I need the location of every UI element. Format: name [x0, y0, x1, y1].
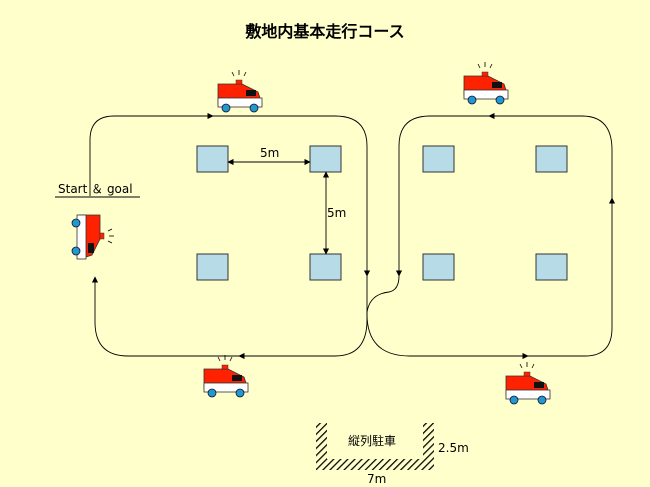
parking-bay — [316, 423, 434, 470]
block-3 — [196, 253, 229, 281]
block-4 — [309, 253, 342, 281]
block-5 — [422, 145, 455, 173]
van-bottom-right — [505, 361, 551, 405]
parking-width-label: 7m — [367, 472, 387, 486]
van-top-right — [463, 61, 509, 105]
marker-blocks — [196, 145, 568, 281]
distance-label-vertical: 5m — [327, 206, 347, 220]
page-title: 敷地内基本走行コース — [245, 22, 405, 41]
block-6 — [535, 145, 568, 173]
van-start — [71, 214, 115, 260]
right-loop-path — [366, 112, 616, 360]
van-top-left — [217, 69, 263, 113]
van-bottom-left — [203, 354, 249, 398]
parking-label: 縦列駐車 — [348, 434, 397, 448]
distance-label-horizontal: 5m — [260, 146, 280, 160]
block-1 — [196, 145, 229, 173]
block-8 — [535, 253, 568, 281]
start-goal-label: Start ＆ goal — [58, 182, 133, 196]
block-7 — [422, 253, 455, 281]
parking-depth-label: 2.5m — [438, 441, 469, 455]
block-2 — [309, 145, 342, 173]
